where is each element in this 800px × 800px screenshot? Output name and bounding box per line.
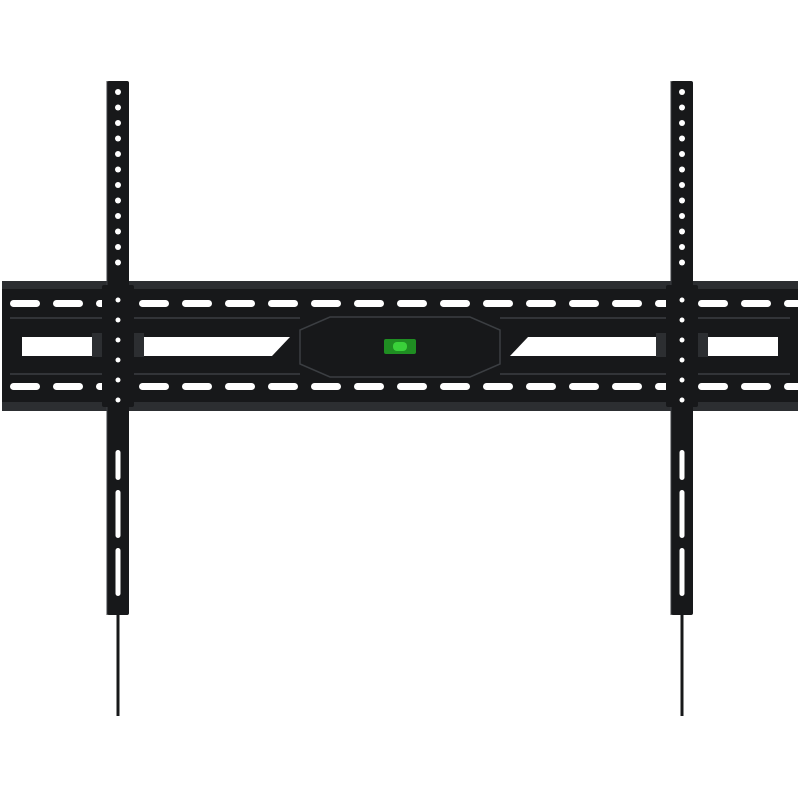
arm-hole: [115, 297, 121, 303]
plate-slot: [569, 383, 599, 390]
plate-slot: [225, 383, 255, 390]
arm-clamp: [666, 285, 698, 407]
wall-plate: [2, 281, 800, 411]
arm-slot: [679, 450, 685, 480]
arm-slot: [115, 548, 121, 596]
arm-clamp-tab: [134, 333, 144, 357]
plate-slot: [354, 300, 384, 307]
arm-hole: [679, 377, 685, 383]
plate-slot: [483, 300, 513, 307]
arm-clamp-tab: [698, 333, 708, 357]
plate-slot: [139, 300, 169, 307]
plate-slot: [225, 300, 255, 307]
plate-slot: [397, 300, 427, 307]
wall-plate-left-cutout: [22, 337, 290, 356]
plate-slot: [311, 300, 341, 307]
arm-slot: [679, 490, 685, 538]
arm-hole: [115, 244, 121, 250]
wall-plate-top-lip: [2, 281, 798, 289]
plate-slot: [268, 300, 298, 307]
plate-slot: [10, 383, 40, 390]
plate-slot: [612, 300, 642, 307]
plate-slot: [784, 383, 800, 390]
plate-slot: [741, 300, 771, 307]
arm-hole: [115, 397, 121, 403]
plate-slot: [268, 383, 298, 390]
arm-slot: [679, 548, 685, 596]
plate-slot: [53, 383, 83, 390]
plate-slot: [139, 383, 169, 390]
arm-hole: [679, 228, 685, 235]
arm-hole: [679, 244, 685, 250]
plate-slot: [354, 383, 384, 390]
plate-slot: [698, 383, 728, 390]
plate-slot: [741, 383, 771, 390]
arm-hole: [115, 166, 121, 173]
plate-slot: [698, 300, 728, 307]
arm-hole: [115, 182, 121, 188]
arm-clamp-tab: [92, 333, 102, 357]
plate-slot: [569, 300, 599, 307]
arm-clamp-tab: [656, 333, 666, 357]
arm-hole: [679, 104, 685, 111]
arm-hole: [679, 166, 685, 173]
plate-slot: [784, 300, 800, 307]
plate-slot: [182, 383, 212, 390]
arm-hole: [115, 120, 121, 126]
plate-slot: [397, 383, 427, 390]
plate-slot: [526, 300, 556, 307]
right-vertical-tv-arm: [656, 81, 708, 716]
arm-slot: [115, 490, 121, 538]
arm-hole: [115, 357, 121, 363]
plate-slot: [440, 300, 470, 307]
arm-hole: [115, 89, 121, 95]
arm-hole: [679, 135, 685, 142]
arm-hole: [679, 120, 685, 126]
arm-hole: [115, 151, 121, 157]
arm-hole: [679, 197, 685, 204]
arm-hole: [115, 259, 121, 266]
arm-hole: [679, 337, 685, 343]
wall-plate-right-cutout: [510, 337, 778, 356]
bubble-level-icon: [384, 339, 416, 354]
arm-hole: [115, 317, 121, 323]
arm-hole: [679, 182, 685, 188]
plate-slot: [440, 383, 470, 390]
plate-slot: [483, 383, 513, 390]
left-vertical-tv-arm: [92, 81, 144, 716]
plate-slot: [10, 300, 40, 307]
arm-slot: [115, 450, 121, 480]
plate-slot: [53, 300, 83, 307]
wall-plate-bottom-lip: [2, 402, 798, 411]
arm-hole: [115, 213, 121, 219]
plate-slot: [612, 383, 642, 390]
arm-hole: [679, 317, 685, 323]
arm-hole: [115, 135, 121, 142]
arm-hole: [115, 337, 121, 343]
plate-slot: [182, 300, 212, 307]
arm-hole: [679, 357, 685, 363]
plate-slot: [526, 383, 556, 390]
arm-clamp: [102, 285, 134, 407]
arm-hole: [115, 104, 121, 111]
plate-slot: [311, 383, 341, 390]
arm-hole: [115, 228, 121, 235]
arm-hole: [679, 89, 685, 95]
arm-hole: [679, 297, 685, 303]
arm-hole: [679, 397, 685, 403]
arm-hole: [679, 151, 685, 157]
arm-hole: [115, 377, 121, 383]
arm-hole: [115, 197, 121, 204]
arm-hole: [679, 213, 685, 219]
arm-hole: [679, 259, 685, 266]
